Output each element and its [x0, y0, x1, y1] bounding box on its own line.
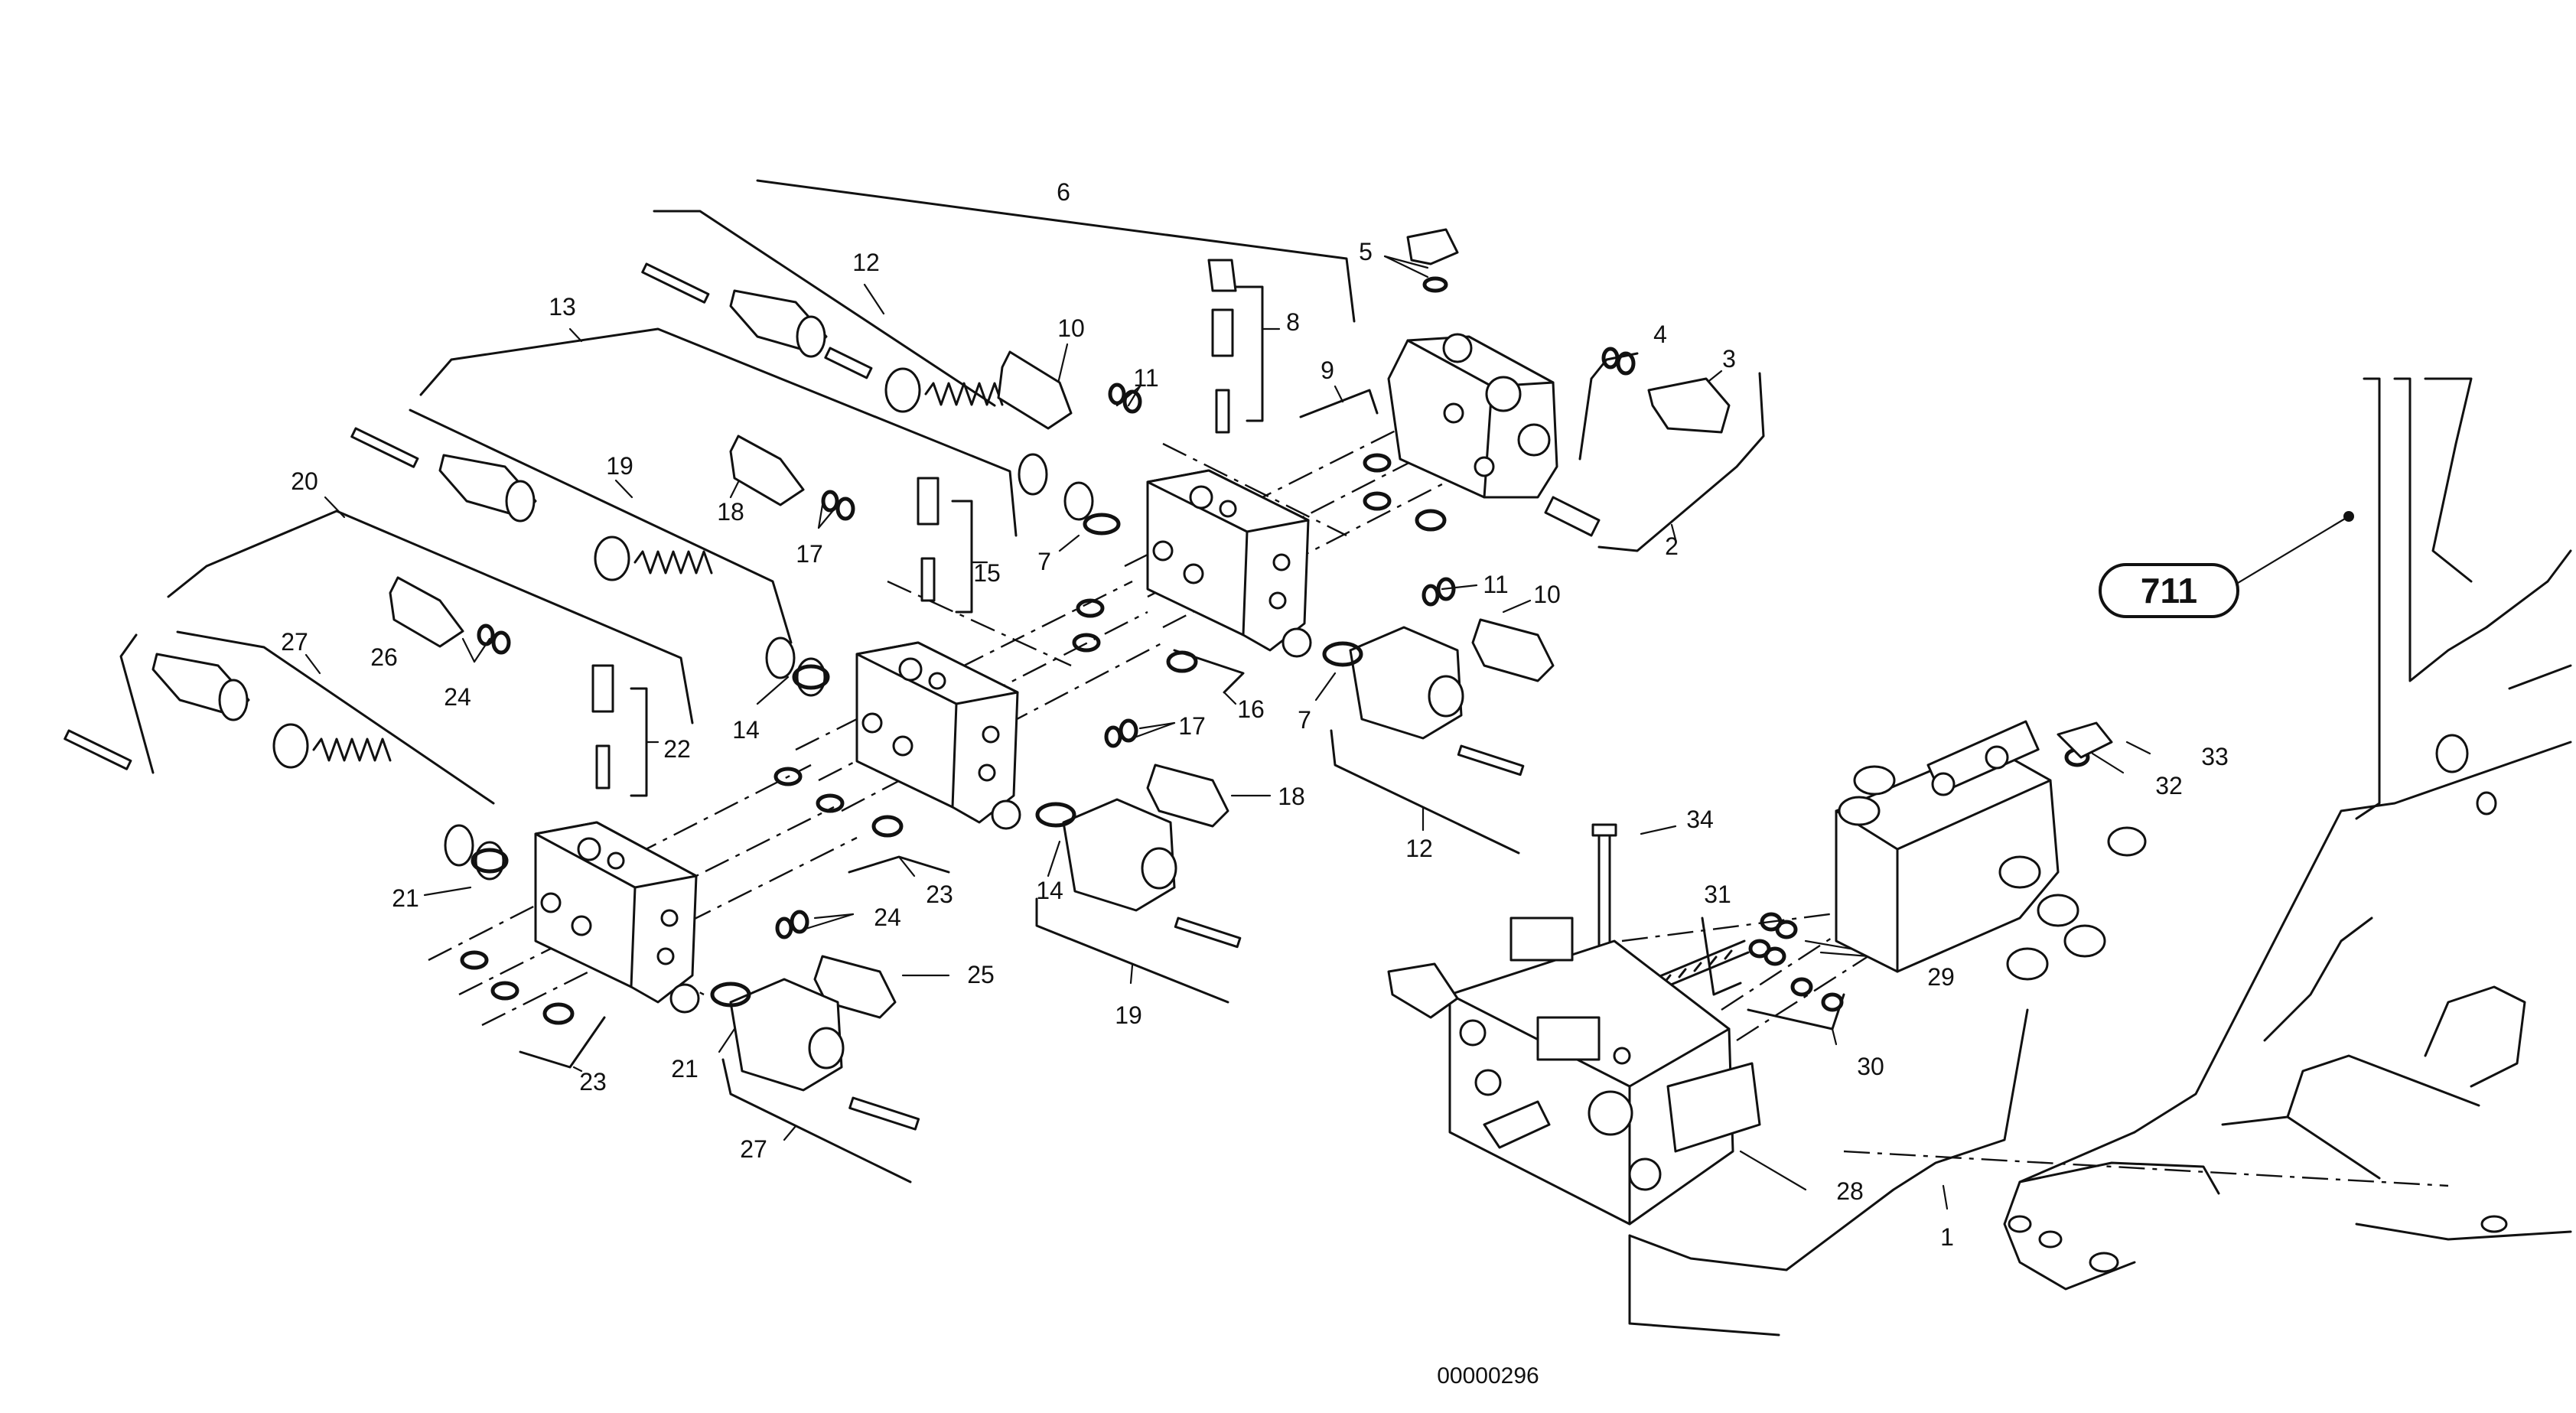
actuator-caps — [729, 626, 1525, 1131]
o-rings — [460, 276, 2090, 1025]
callout-27: 27 — [281, 628, 308, 656]
callout-labels: 6 12 13 5 10 11 8 9 4 3 2 19 20 18 17 15… — [281, 178, 2229, 1251]
callout-1: 1 — [1940, 1223, 1954, 1251]
valve-section-lower — [534, 821, 700, 1014]
callout-16: 16 — [1237, 695, 1265, 723]
callout-18: 18 — [717, 498, 744, 526]
callout-10: 10 — [1057, 314, 1085, 342]
callout-22: 22 — [663, 735, 691, 763]
callout-17: 17 — [1178, 712, 1206, 740]
callout-11: 11 — [1133, 364, 1158, 392]
end-cover-block — [1387, 333, 1601, 537]
callout-2: 2 — [1665, 532, 1679, 560]
callout-24: 24 — [444, 683, 471, 711]
callout-13: 13 — [549, 293, 576, 321]
callout-14: 14 — [732, 716, 760, 744]
valve-section-upper — [1146, 469, 1312, 658]
callout-20: 20 — [291, 467, 318, 495]
callout-17: 17 — [796, 540, 823, 568]
callout-11: 11 — [1483, 571, 1508, 598]
callout-10: 10 — [1533, 581, 1561, 608]
callout-6: 6 — [1057, 178, 1070, 206]
callout-12: 12 — [852, 249, 880, 276]
callout-9: 9 — [1321, 357, 1334, 384]
callout-28: 28 — [1836, 1177, 1864, 1205]
solenoid-valve-block — [1387, 916, 1761, 1226]
callout-18: 18 — [1278, 783, 1305, 810]
callout-21: 21 — [671, 1055, 699, 1083]
callout-31: 31 — [1704, 881, 1731, 908]
callout-7: 7 — [1037, 548, 1051, 575]
callout-24: 24 — [874, 903, 901, 931]
callout-15: 15 — [973, 559, 1001, 587]
callout-19: 19 — [606, 452, 633, 480]
callout-4: 4 — [1653, 321, 1667, 348]
callout-32: 32 — [2155, 772, 2183, 799]
assembled-control-valve — [1835, 720, 2147, 981]
valve-section-middle — [855, 641, 1021, 830]
callout-3: 3 — [1722, 345, 1736, 373]
callout-34: 34 — [1686, 806, 1714, 833]
callout-12: 12 — [1405, 835, 1433, 862]
reference-badge: 711 — [2099, 563, 2239, 618]
callout-33: 33 — [2201, 743, 2229, 770]
leader-lines — [119, 179, 2354, 1336]
machine-frame — [2003, 377, 2572, 1291]
callout-30: 30 — [1857, 1053, 1884, 1080]
callout-7: 7 — [1298, 706, 1311, 734]
callout-23: 23 — [926, 881, 953, 908]
reference-badge-label: 711 — [2141, 571, 2197, 610]
callout-21: 21 — [392, 884, 419, 912]
spool-assemblies — [64, 262, 1234, 881]
callout-26: 26 — [370, 643, 398, 671]
figure-number: 00000296 — [1437, 1363, 1539, 1389]
callout-19: 19 — [1115, 1001, 1142, 1029]
callout-27: 27 — [740, 1135, 767, 1163]
relief-valves — [389, 228, 1731, 1019]
callout-14: 14 — [1036, 877, 1063, 904]
callout-8: 8 — [1286, 308, 1300, 336]
callout-25: 25 — [967, 961, 995, 988]
callout-29: 29 — [1927, 963, 1955, 991]
callout-5: 5 — [1359, 238, 1373, 265]
callout-23: 23 — [579, 1068, 607, 1096]
